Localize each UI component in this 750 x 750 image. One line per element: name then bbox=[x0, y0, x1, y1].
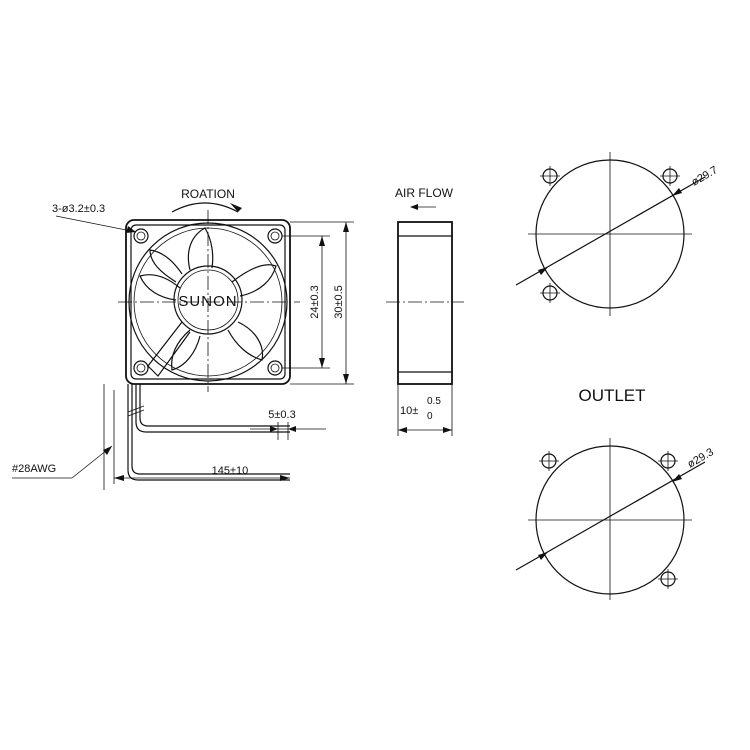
outlet-bottom-holes bbox=[539, 451, 678, 589]
thickness-upper: 0.5 bbox=[427, 396, 441, 407]
wire-gauge-label: #28AWG bbox=[12, 463, 56, 475]
outlet-label: OUTLET bbox=[578, 386, 645, 405]
brand-label: SUNON bbox=[178, 293, 237, 310]
outlet-bottom-view: ø29.3 bbox=[515, 438, 716, 600]
lead-length-label: 145±10 bbox=[212, 465, 249, 477]
fan-blades bbox=[139, 227, 277, 371]
dim-outer-label: 30±0.5 bbox=[333, 285, 345, 319]
thickness-lower: 0 bbox=[427, 411, 433, 422]
outlet-top-diameter: ø29.7 bbox=[690, 164, 720, 188]
rotation-label: ROATION bbox=[181, 187, 235, 201]
fan-strut bbox=[147, 321, 191, 377]
outlet-top-holes bbox=[540, 166, 680, 303]
mounting-holes-label: 3-ø3.2±0.3 bbox=[52, 203, 105, 215]
side-view: AIR FLOW 10± 0.5 0 bbox=[386, 186, 464, 436]
outlet-top-view: ø29.7 bbox=[515, 152, 720, 316]
lead-wires bbox=[127, 384, 290, 481]
rotation-arrow bbox=[171, 202, 239, 213]
side-body bbox=[397, 221, 453, 385]
dim-inner-label: 24±0.3 bbox=[309, 285, 321, 319]
thickness-label: 10± bbox=[400, 405, 418, 417]
lead-strip-label: 5±0.3 bbox=[268, 409, 295, 421]
airflow-label: AIR FLOW bbox=[395, 186, 454, 200]
front-view: SUNON ROATION 3-ø3.2±0.3 24±0.3 30±0.5 bbox=[12, 187, 354, 490]
outlet-bottom-diameter: ø29.3 bbox=[686, 446, 716, 470]
